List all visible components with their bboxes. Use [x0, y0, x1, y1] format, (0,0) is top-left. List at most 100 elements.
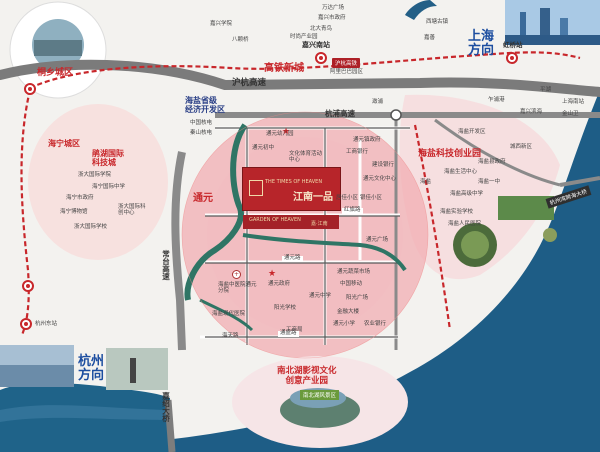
road-changtai: 常台高速 [161, 250, 171, 280]
poi-modern-hospital: 海盐现代医院 [212, 311, 246, 317]
region-tongyuan: 通元 [193, 193, 213, 204]
poi-finance-building: 金融大楼 [337, 309, 360, 315]
project-sub-en: GARDEN OF HEAVEN [249, 217, 301, 223]
poi-haiyan-life: 海盐生活中心 [444, 169, 478, 175]
poi-wanda: 万达广场 [322, 5, 345, 11]
poi-zju-school: 浙大国际学校 [74, 224, 108, 230]
poi-haining-intl-middle: 海宁国际中学 [92, 184, 126, 190]
sea-water [165, 90, 600, 452]
poi-alibaba: 阿里巴巴园区 [330, 69, 364, 75]
poi-tongyuan-culture: 通元文化中心 [363, 176, 397, 182]
poi-chengxi: 城西新区 [510, 144, 533, 150]
poi-ganpu: 澉浦 [372, 99, 384, 105]
station-icon-hongqiao [506, 52, 518, 64]
region-juanhu: 鹃湖国际 科技城 [92, 149, 124, 168]
project-cn-name: 江南一品 [293, 192, 333, 203]
region-nanbeihu: 南北湖影视文化 创意产业园 [277, 366, 337, 386]
hangzhou-bay-bridge [559, 176, 600, 187]
changtai-highway [171, 151, 186, 351]
poi-tongyuan-square: 通元广场 [366, 237, 389, 243]
station-hongqiao: 虹桥站 [503, 41, 523, 49]
poi-haining-govt: 海宁市政府 [66, 195, 94, 201]
road-tonghai: 海天路 [222, 333, 239, 339]
region-tongxiang: 桐乡城区 [37, 68, 74, 78]
road-hangpu: 杭浦高速 [325, 109, 355, 118]
road-huhang: 沪杭高速 [232, 78, 267, 88]
poi-tongyuan-middle: 通元中学 [309, 293, 332, 299]
poi-qinshan: 秦山核电 [190, 130, 213, 136]
road-tongcheng: 通盛路 [278, 330, 299, 337]
poi-middle-school: 通元初中 [252, 145, 275, 151]
poi-fashion-park: 时尚产业园 [290, 34, 318, 40]
poi-zju-intl: 浙大国际学院 [78, 172, 112, 178]
hospital-icon: + [232, 270, 241, 279]
project-marker[interactable]: THE TIMES OF HEAVEN 江南一品 [242, 167, 341, 211]
tag-nanbeihu-scenic: 南北湖风景区 [300, 390, 340, 400]
haiyan-zone [399, 94, 560, 280]
road-hongqiao: 红旗路 [342, 207, 363, 214]
tag-hsr: 沪杭高铁 [332, 58, 361, 68]
hsr-newtown-label: 高铁新城 [264, 63, 304, 74]
station-jiaxing-south: 嘉兴南站 [302, 41, 330, 49]
huhang-highway [0, 59, 600, 97]
poi-hospital-branch: 海盐中医院通元分院 [218, 282, 257, 294]
poi-culture-center: 文化体育活动中心 [289, 151, 323, 163]
station-icon-jiaxing [315, 52, 327, 64]
project-en-name: THE TIMES OF HEAVEN [265, 179, 323, 185]
poi-abc-bank: 农业银行 [364, 321, 387, 327]
poi-bureau: 工商局 [286, 327, 303, 333]
poi-vegetable-market: 通元蔬菜市场 [337, 269, 371, 275]
poi-haiyan-exp: 海盐实验学校 [440, 209, 474, 215]
hsr-line [29, 51, 581, 89]
poi-jiashan: 嘉善 [424, 35, 436, 41]
poi-town-govt: 通元镇政府 [353, 137, 381, 143]
poi-ccb: 建设银行 [372, 162, 395, 168]
poi-tongyuan-govt: 通元政府 [268, 281, 291, 287]
region-haiyan-tech: 海盐科技创业园 [418, 149, 482, 159]
poi-sunshine-square: 阳光广场 [346, 295, 369, 301]
project-sub-cn: 嘉·江南 [311, 221, 328, 227]
station-icon-haining [22, 280, 34, 292]
poi-haiyan-dev: 海盐开发区 [458, 129, 486, 135]
road-tongyuan: 通元路 [282, 255, 303, 262]
poi-zju-tech-center: 浙大国际科创中心 [118, 204, 146, 216]
poi-shanghai-south: 上海南站 [562, 99, 585, 105]
poi-jujia: 居佳小区 [336, 195, 359, 201]
poi-china-mobile: 中国移动 [340, 281, 363, 287]
poi-icbc: 工商银行 [346, 149, 369, 155]
poi-zhapu: 乍浦港 [488, 97, 505, 103]
project-logo [249, 180, 263, 196]
govt-star-icon: ★ [268, 269, 277, 279]
shanghai-direction: 上海 方向 [468, 29, 495, 58]
station-hangzhou-east: 杭州东站 [35, 321, 58, 327]
poi-baketiao: 八颗桥 [232, 37, 249, 43]
road-jiashao-bridge: 嘉绍大桥 [161, 392, 171, 422]
poi-haiyan: 海盐 [420, 179, 432, 185]
project-secondary-marker[interactable]: GARDEN OF HEAVEN 嘉·江南 [243, 215, 339, 229]
poi-xitang: 西塘古镇 [426, 19, 449, 25]
poi-jiaxing-binhai: 嘉兴滨海 [520, 109, 543, 115]
region-haining: 海宁城区 [48, 139, 80, 148]
poi-pinghu: 平湖 [540, 87, 552, 93]
tongyuan-river [184, 123, 248, 301]
hangzhou-direction: 杭州 方向 [78, 354, 105, 383]
poi-kindergarten: 通元幼儿园 [266, 131, 294, 137]
poi-sunshine-school: 阳光学校 [274, 305, 297, 311]
poi-jiaxing-university: 嘉兴学院 [210, 21, 233, 27]
region-haiyan-dev: 海盐省级 经济开发区 [185, 96, 225, 115]
star-icon: ★ [282, 127, 291, 137]
poi-haiyan-govt: 海盐县政府 [478, 159, 506, 165]
poi-beida: 北大青鸟 [310, 26, 333, 32]
poi-tongyuan-primary: 通元小学 [333, 321, 356, 327]
poi-yinjia: 银佳小区 [360, 195, 383, 201]
poi-haiyan-no1: 海盐一中 [478, 179, 501, 185]
poi-haining-museum: 海宁博物馆 [60, 209, 88, 215]
poi-haiyan-hospital: 海盐人民医院 [448, 221, 482, 227]
haining-zone [28, 104, 168, 260]
poi-jinshanwei: 金山卫 [562, 111, 579, 117]
poi-haiyan-high: 海盐高级中学 [450, 191, 484, 197]
poi-jiaxing-govt: 嘉兴市政府 [318, 15, 346, 21]
station-icon-hangzhou [20, 318, 32, 330]
